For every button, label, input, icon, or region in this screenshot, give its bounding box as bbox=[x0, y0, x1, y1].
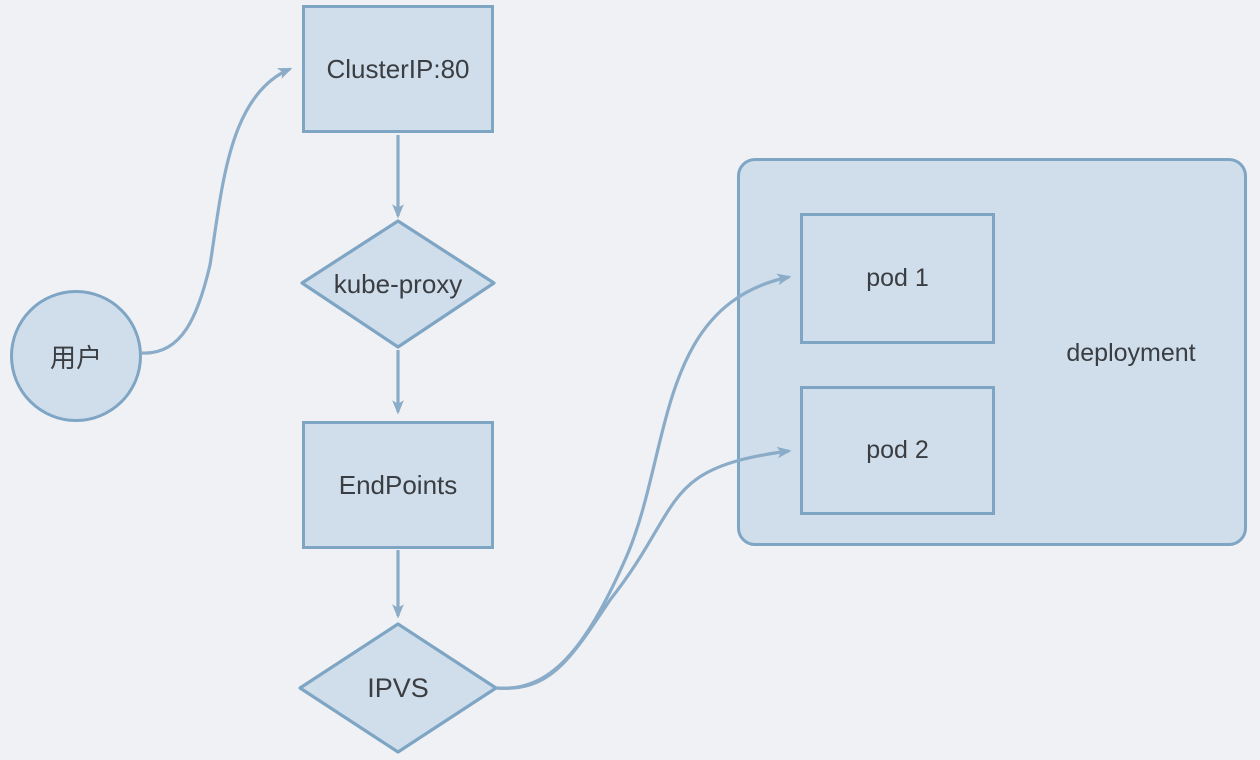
pod1-node: pod 1 bbox=[800, 213, 995, 344]
deployment-label: deployment bbox=[1066, 339, 1196, 367]
user-node-label: 用户 bbox=[49, 342, 102, 373]
clusterip-node-label: ClusterIP:80 bbox=[326, 53, 470, 84]
edge-ipvs-to-pod1 bbox=[496, 273, 792, 690]
edge-user-to-clusterip bbox=[141, 67, 293, 355]
endpoints-node-label: EndPoints bbox=[338, 469, 458, 500]
endpoints-node: EndPoints bbox=[302, 421, 494, 549]
ipvs-diamond bbox=[298, 622, 498, 754]
kube-proxy-diamond bbox=[300, 219, 496, 349]
user-node: 用户 bbox=[10, 290, 142, 422]
pod2-node-label: pod 2 bbox=[866, 436, 929, 464]
edge-ipvs-to-pod2 bbox=[496, 446, 792, 690]
pod1-node-label: pod 1 bbox=[866, 264, 929, 292]
pod2-node: pod 2 bbox=[800, 386, 995, 515]
clusterip-node: ClusterIP:80 bbox=[302, 5, 494, 133]
